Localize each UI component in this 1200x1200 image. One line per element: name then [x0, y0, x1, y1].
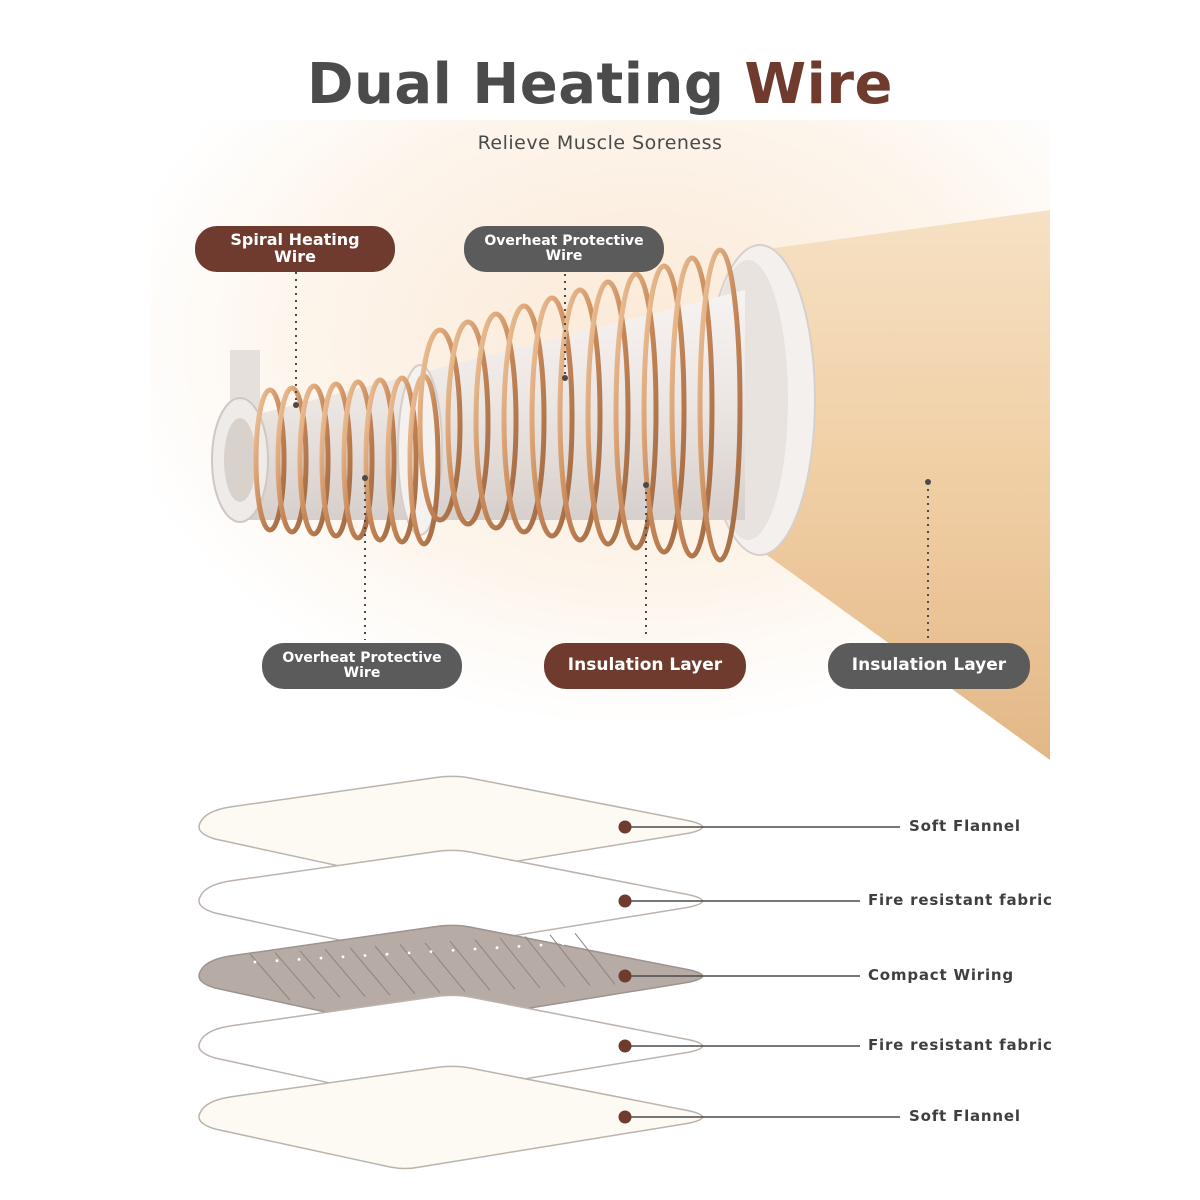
layer-label-2: Fire resistant fabric	[868, 891, 1053, 909]
coil-ring	[529, 295, 575, 539]
wiring-dot	[495, 946, 499, 950]
coil-ring	[275, 385, 309, 535]
fabric-layer-3	[198, 924, 860, 1029]
wiring-dot	[253, 960, 257, 964]
coil-ring	[385, 375, 419, 545]
top-leader-dots	[293, 375, 931, 488]
wiring-dot	[363, 954, 367, 957]
fabric-layer-5	[198, 1065, 900, 1170]
callout-insulation-layer-center: Insulation Layer	[544, 643, 746, 689]
layer-leader-dot	[618, 1110, 632, 1124]
wiring-line	[474, 939, 516, 990]
page-subtitle: Relieve Muscle Soreness	[477, 132, 723, 154]
wiring-dot	[517, 945, 521, 948]
wiring-dot	[407, 951, 411, 955]
layer-label-3: Compact Wiring	[868, 966, 1014, 984]
coil-ring	[585, 279, 631, 547]
title-main: Dual Heating	[307, 52, 745, 117]
fabric-layer-4	[198, 994, 860, 1099]
wiring-line	[299, 950, 341, 998]
wiring-line	[574, 932, 616, 985]
coil-ring	[319, 381, 353, 539]
wiring-line	[449, 940, 491, 991]
wiring-line	[249, 953, 291, 1001]
callout-overheat-protective-wire-bottom: Overheat Protective Wire	[262, 643, 462, 689]
page-title: Dual Heating Wire	[0, 52, 1200, 117]
wiring-dot	[451, 948, 455, 952]
wiring-dot	[319, 956, 323, 960]
top-leader-lines	[295, 272, 929, 640]
coil-ring	[445, 319, 491, 527]
wiring-dot	[627, 938, 631, 942]
coil-ring	[641, 263, 687, 555]
spiral-coils	[253, 247, 743, 563]
wiring-dot	[539, 943, 543, 947]
layer-label-4: Fire resistant fabric	[868, 1036, 1053, 1054]
callout-spiral-heating-wire: Spiral Heating Wire	[195, 226, 395, 272]
coil-ring	[417, 327, 463, 523]
coil-ring	[669, 255, 715, 559]
coil-ring	[473, 311, 519, 531]
coil-ring	[253, 387, 287, 533]
wiring-dot	[385, 952, 389, 956]
wiring-dot	[473, 947, 477, 951]
coil-ring	[613, 271, 659, 551]
wiring-dot	[561, 942, 565, 946]
wiring-dot	[583, 941, 587, 944]
callout-overheat-protective-wire-top: Overheat Protective Wire	[464, 226, 664, 272]
coil-ring	[341, 379, 375, 541]
coil-ring	[297, 383, 331, 537]
coil-ring	[363, 377, 397, 543]
wiring-line	[524, 936, 566, 988]
wiring-line	[324, 948, 366, 997]
fabric-layer-2	[198, 849, 860, 954]
wiring-line	[274, 952, 316, 1000]
layer-leader-dot	[618, 894, 632, 908]
layer-leader-dot	[618, 1039, 632, 1053]
layer-label-5: Soft Flannel	[909, 1107, 1021, 1125]
wiring-dot	[605, 939, 609, 943]
wiring-line	[349, 947, 391, 996]
callout-insulation-layer-right: Insulation Layer	[828, 643, 1030, 689]
wiring-dot	[341, 955, 345, 959]
title-accent: Wire	[744, 52, 893, 117]
wiring-line	[399, 944, 441, 994]
coil-ring	[697, 247, 743, 563]
wiring-line	[499, 937, 541, 989]
wiring-dot	[275, 959, 279, 963]
fabric-layer-stack	[198, 775, 900, 1170]
wiring-line	[374, 945, 416, 995]
layer-leader-dot	[618, 969, 632, 983]
coil-ring	[557, 287, 603, 543]
wiring-dot	[297, 958, 301, 961]
fabric-layer-1	[198, 775, 900, 880]
coil-ring	[501, 303, 547, 535]
wiring-line	[549, 934, 591, 986]
wiring-dot	[429, 950, 433, 953]
layer-label-1: Soft Flannel	[909, 817, 1021, 835]
layer-leader-dot	[618, 820, 632, 834]
